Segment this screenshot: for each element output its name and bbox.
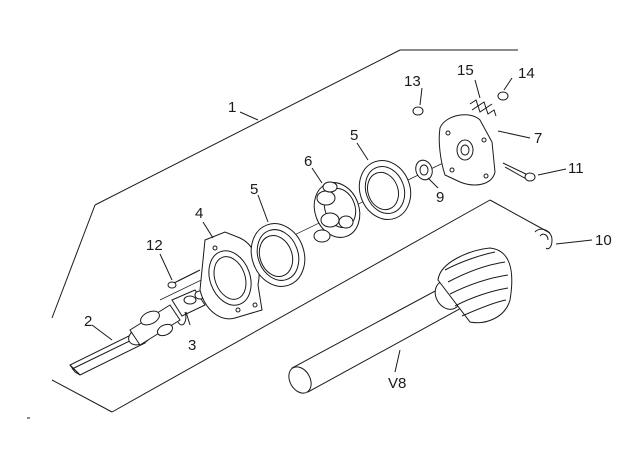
part-4-flange-plate	[199, 231, 263, 320]
part-7-end-cover	[438, 114, 496, 186]
leader-lines	[91, 77, 593, 373]
part-5-seal-ring-upper	[358, 160, 412, 220]
part-15-spring	[469, 99, 497, 117]
callout-5-lower: 5	[250, 181, 258, 198]
callout-15: 15	[457, 62, 474, 79]
assembly-bracket	[51, 49, 518, 319]
callout-7: 7	[534, 130, 542, 147]
callout-9: 9	[436, 189, 444, 206]
part-3-yoke	[128, 289, 206, 346]
callout-14: 14	[518, 65, 535, 82]
callout-3: 3	[188, 337, 196, 354]
callout-11: 11	[568, 160, 584, 177]
part-v8-shield-tube	[288, 247, 513, 394]
callout-v8: V8	[388, 375, 406, 392]
callout-6: 6	[304, 153, 312, 170]
part-5-seal-ring-lower	[250, 223, 306, 287]
part-2-splined-shaft	[69, 332, 146, 376]
callout-2: 2	[84, 313, 92, 330]
callout-10: 10	[595, 232, 612, 249]
callout-4: 4	[195, 205, 203, 222]
part-14-nut	[497, 91, 509, 101]
callout-13: 13	[404, 73, 421, 90]
callout-5-upper: 5	[350, 127, 358, 144]
part-11-bolt	[502, 162, 536, 182]
shaft-bracket	[27, 199, 551, 419]
callout-1: 1	[228, 99, 236, 116]
callout-12: 12	[146, 237, 163, 254]
part-13-nut	[412, 106, 424, 116]
part-10-circlip	[534, 228, 553, 250]
part-6-coupling-hub	[313, 181, 361, 243]
part-12-bolt	[167, 269, 201, 289]
part-9-washer	[415, 159, 433, 181]
